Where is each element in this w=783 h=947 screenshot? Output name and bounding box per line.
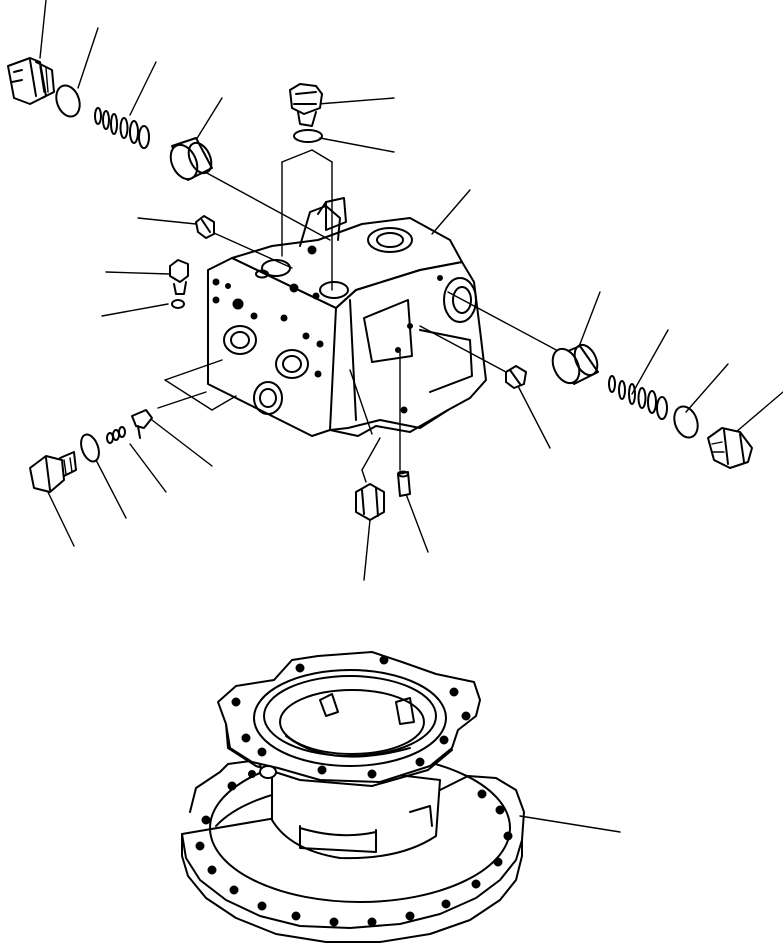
spool-right [551,343,599,385]
plug-right [707,427,753,469]
small-washer-left [171,299,185,309]
pin-bottom [397,470,411,497]
fitting-right [505,365,527,389]
poppet-bottom-left [131,409,153,439]
spool-left-top [169,137,213,181]
spring-left-top [94,107,150,149]
valve-housing [207,197,487,437]
plug-top [289,83,323,127]
o-ring-bottom-left [80,433,100,463]
plug-bottom-left [29,451,77,493]
o-ring-top [293,129,323,143]
o-ring-left-top [55,84,81,118]
spring-bottom-left [106,426,126,444]
spring-right [608,375,668,420]
plug-left-top [7,57,55,105]
fitting-upper-left [195,215,215,239]
o-ring-right [673,405,699,439]
flange-housing [181,651,525,943]
small-plug-left [169,259,189,295]
nut-bottom [355,483,385,521]
